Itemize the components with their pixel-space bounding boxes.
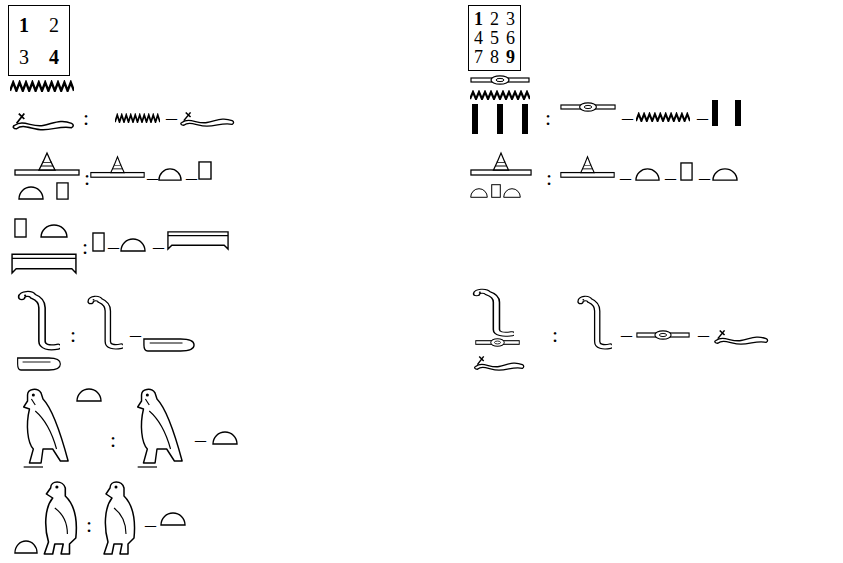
grid-position-number: 9 (506, 48, 515, 66)
quail-chick-sign (104, 482, 135, 554)
basin-sign (12, 254, 76, 273)
viper-sign (475, 356, 524, 370)
colon-separator: : (552, 324, 558, 346)
grid-position-number: 5 (490, 29, 499, 47)
dash-separator: – (147, 167, 158, 189)
cobra-sign (581, 299, 611, 347)
quadrat-grid-box: 1234 (8, 5, 70, 76)
cobra-sign (22, 294, 58, 347)
dash-separator: – (699, 167, 710, 189)
offering-mat-sign (91, 157, 144, 177)
grid-position-number: 4 (49, 47, 59, 67)
dash-separator: – (697, 107, 708, 129)
viper-sign (181, 112, 234, 126)
bread-sign (161, 513, 185, 525)
bread-sign (504, 189, 521, 198)
grid-position-number: 1 (474, 10, 483, 28)
water-sign (115, 115, 160, 122)
colon-separator: : (82, 236, 88, 258)
dash-separator: – (130, 324, 141, 346)
basin-sign (168, 232, 228, 249)
dash-separator: – (145, 514, 156, 536)
bread-sign (77, 389, 101, 401)
colon-separator: : (70, 324, 76, 346)
rope-sign (561, 103, 615, 111)
bread-sign (121, 239, 145, 251)
viper-sign (13, 114, 73, 130)
grid-position-number: 2 (49, 15, 59, 35)
bread-sign (159, 169, 181, 180)
bread-sign (713, 169, 737, 180)
viper-sign (715, 330, 768, 344)
dash-separator: – (195, 429, 206, 451)
bread-sign (15, 541, 37, 553)
offering-mat-sign (15, 153, 79, 175)
falcon-sign (24, 389, 68, 467)
grid-position-number: 3 (19, 47, 29, 67)
grid-position-number: 3 (506, 10, 515, 28)
sandal-sign (18, 358, 61, 370)
water-sign (470, 92, 530, 99)
quadrat-grid-box: 123 456 789 (468, 5, 521, 71)
grid-position-number: 2 (490, 10, 499, 28)
colon-separator: : (110, 429, 116, 451)
cobra-sign (477, 291, 512, 334)
colon-separator: : (546, 167, 552, 189)
stool-sign (492, 185, 501, 198)
grid-position-number: 6 (506, 29, 515, 47)
stool-sign (57, 183, 68, 199)
stroke-sign (735, 100, 741, 126)
rope-sign (476, 339, 520, 347)
grid-position-number: 8 (490, 48, 499, 66)
stroke-sign (472, 104, 478, 134)
bread-sign (213, 432, 237, 444)
colon-separator: : (86, 514, 92, 536)
cobra-sign (91, 299, 121, 347)
dash-separator: – (108, 236, 119, 258)
dash-separator: – (622, 107, 633, 129)
water-sign (10, 82, 74, 90)
dash-separator: – (186, 167, 197, 189)
offering-mat-sign (561, 157, 614, 177)
dash-separator: – (166, 107, 177, 129)
dash-separator: – (620, 167, 631, 189)
dash-separator: – (698, 324, 709, 346)
stroke-sign (497, 104, 503, 134)
stool-sign (681, 163, 692, 180)
offering-mat-sign (471, 153, 531, 175)
bread-sign (19, 187, 43, 199)
water-sign (636, 114, 690, 121)
stool-sign (199, 162, 211, 179)
sandal-sign (144, 339, 194, 351)
bread-sign (471, 189, 488, 198)
rope-sign (471, 76, 529, 84)
quail-chick-sign (44, 482, 76, 554)
bread-sign (41, 225, 67, 237)
bread-sign (636, 169, 659, 180)
grid-position-number: 4 (474, 29, 483, 47)
rope-sign (637, 331, 689, 339)
stool-sign (15, 219, 26, 237)
colon-separator: : (545, 107, 551, 129)
dash-separator: – (621, 324, 632, 346)
colon-separator: : (84, 167, 90, 189)
grid-position-number: 7 (474, 48, 483, 66)
falcon-sign (138, 389, 182, 467)
stool-sign (93, 233, 104, 251)
colon-separator: : (83, 107, 89, 129)
stroke-sign (522, 104, 528, 134)
stroke-sign (712, 100, 718, 126)
dash-separator: – (153, 236, 164, 258)
grid-position-number: 1 (19, 15, 29, 35)
dash-separator: – (665, 167, 676, 189)
